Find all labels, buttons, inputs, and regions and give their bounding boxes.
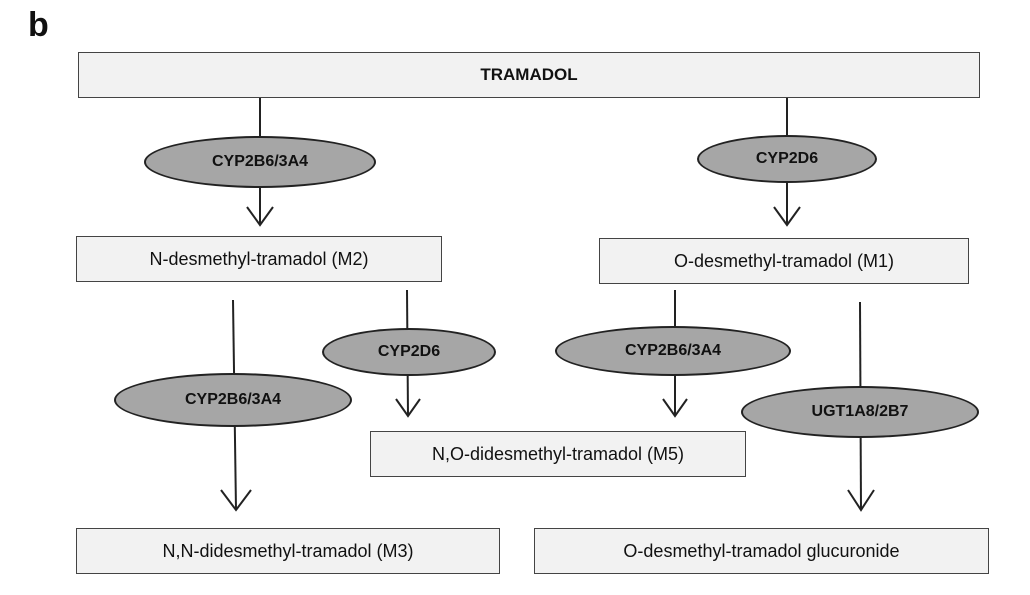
arrowhead-m3 — [220, 489, 252, 512]
arrowhead-m5-left — [395, 398, 421, 418]
compound-m5: N,O-didesmethyl-tramadol (M5) — [370, 431, 746, 477]
arrowhead-m5-right — [662, 398, 688, 418]
enzyme-ugt1a8-2b7: UGT1A8/2B7 — [741, 386, 979, 438]
arrowhead-glucuronide — [847, 489, 875, 512]
enzyme-cyp2b6-3a4-middle: CYP2B6/3A4 — [555, 326, 791, 376]
enzyme-cyp2b6-3a4-top: CYP2B6/3A4 — [144, 136, 376, 188]
enzyme-cyp2b6-3a4-left: CYP2B6/3A4 — [114, 373, 352, 427]
panel-label: b — [28, 6, 49, 44]
enzyme-cyp2d6-top: CYP2D6 — [697, 135, 877, 183]
compound-m3: N,N-didesmethyl-tramadol (M3) — [76, 528, 500, 574]
arrowhead-m1 — [773, 206, 801, 227]
compound-tramadol: TRAMADOL — [78, 52, 980, 98]
arrowhead-m2 — [246, 206, 274, 227]
compound-glucuronide: O-desmethyl-tramadol glucuronide — [534, 528, 989, 574]
enzyme-cyp2d6-middle: CYP2D6 — [322, 328, 496, 376]
compound-m2: N-desmethyl-tramadol (M2) — [76, 236, 442, 282]
compound-m1: O-desmethyl-tramadol (M1) — [599, 238, 969, 284]
